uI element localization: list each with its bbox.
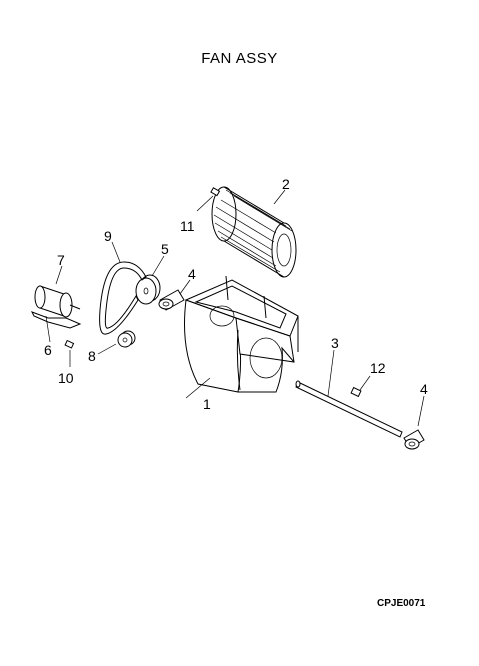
callout-11: 11 (180, 218, 195, 234)
callout-8: 8 (88, 348, 96, 364)
fan-casing (184, 275, 299, 393)
bearing-right (403, 429, 425, 450)
callout-5: 5 (161, 241, 169, 257)
leader-lines (45, 189, 425, 427)
callout-4-left: 4 (188, 266, 196, 282)
diagram-title: FAN ASSY (201, 50, 278, 67)
drawing-code: CPJE0071 (377, 598, 426, 609)
fan-motor (30, 285, 82, 329)
motor-pulley (117, 330, 136, 348)
key-part-11 (210, 187, 221, 197)
v-belt (99, 261, 147, 335)
callout-9: 9 (104, 228, 112, 244)
callout-3: 3 (331, 335, 339, 351)
bearing-left (158, 289, 185, 311)
blower-wheel (211, 186, 297, 278)
callout-numbers: 1 2 3 4 4 5 6 7 8 9 10 11 12 (44, 176, 428, 412)
callout-1: 1 (203, 396, 211, 412)
callout-7: 7 (57, 252, 65, 268)
shaft (295, 380, 403, 438)
callout-6: 6 (44, 342, 52, 358)
callout-12: 12 (370, 360, 386, 376)
key-part-10 (64, 339, 75, 349)
callout-4-right: 4 (420, 381, 428, 397)
callout-2: 2 (282, 176, 290, 192)
callout-10: 10 (58, 370, 74, 386)
fan-pulley (135, 274, 161, 305)
key-part-12 (350, 386, 362, 398)
